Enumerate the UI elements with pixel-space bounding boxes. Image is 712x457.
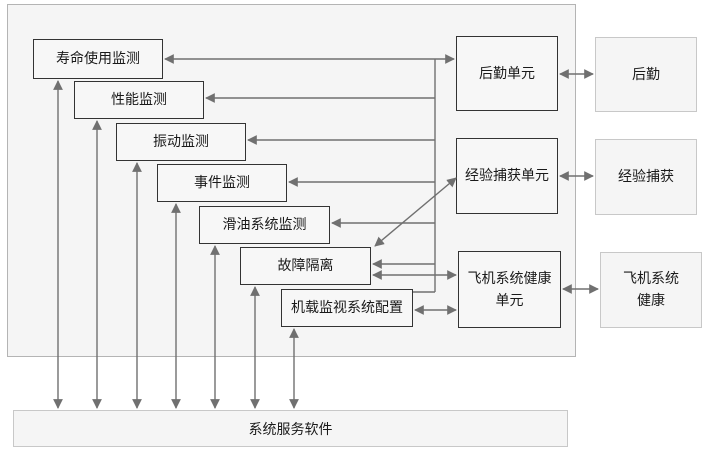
aircraft-health-external-label-2: 健康 bbox=[637, 293, 665, 309]
vibration-monitor-label: 振动监测 bbox=[153, 134, 209, 150]
event-monitor-box: 事件监测 bbox=[157, 164, 287, 202]
fault-isolation-label: 故障隔离 bbox=[277, 258, 334, 274]
fault-isolation-box: 故障隔离 bbox=[240, 247, 371, 285]
system-service-software-label: 系统服务软件 bbox=[248, 421, 333, 438]
life-usage-monitor-label: 寿命使用监测 bbox=[56, 51, 140, 67]
aircraft-health-external-label-1: 飞机系统 bbox=[623, 271, 679, 287]
logistics-external-box: 后勤 bbox=[595, 37, 697, 112]
event-monitor-label: 事件监测 bbox=[194, 175, 250, 191]
life-usage-monitor-box: 寿命使用监测 bbox=[33, 39, 163, 79]
performance-monitor-label: 性能监测 bbox=[111, 92, 167, 108]
system-service-software-bar: 系统服务软件 bbox=[13, 410, 568, 447]
experience-capture-external-box: 经验捕获 bbox=[595, 139, 697, 215]
experience-capture-unit-label: 经验捕获单元 bbox=[465, 168, 549, 184]
aircraft-health-unit-label-2: 单元 bbox=[495, 292, 524, 309]
logistics-external-label: 后勤 bbox=[632, 66, 660, 83]
vibration-monitor-box: 振动监测 bbox=[116, 123, 246, 161]
aircraft-health-unit-label-1: 飞机系统健康 bbox=[467, 270, 552, 287]
monitoring-config-label: 机载监视系统配置 bbox=[291, 300, 403, 316]
logistics-unit-box: 后勤单元 bbox=[456, 36, 558, 111]
performance-monitor-box: 性能监测 bbox=[74, 81, 204, 119]
experience-capture-unit-box: 经验捕获单元 bbox=[456, 138, 558, 214]
logistics-unit-label: 后勤单元 bbox=[479, 65, 535, 82]
monitoring-config-box: 机载监视系统配置 bbox=[281, 289, 413, 327]
oil-system-monitor-label: 滑油系统监测 bbox=[222, 217, 307, 233]
experience-capture-external-label: 经验捕获 bbox=[618, 169, 674, 185]
aircraft-health-unit-box: 飞机系统健康 单元 bbox=[458, 251, 561, 328]
aircraft-health-external-box: 飞机系统 健康 bbox=[600, 252, 702, 328]
oil-system-monitor-box: 滑油系统监测 bbox=[199, 206, 330, 244]
